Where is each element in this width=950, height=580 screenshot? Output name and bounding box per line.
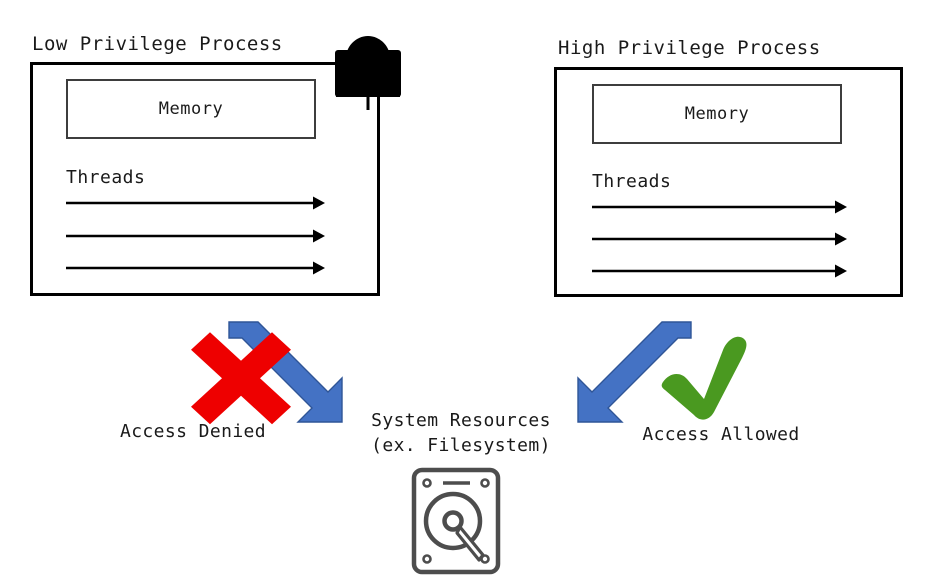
left-threads-label: Threads: [66, 167, 146, 188]
arrow-down-right-icon: [228, 321, 343, 423]
hard-disk-icon: [411, 467, 501, 575]
access-denied-caption: Access Denied: [119, 421, 267, 442]
right-threads-label: Threads: [592, 171, 672, 192]
right-process-title: High Privilege Process: [558, 37, 821, 59]
access-allowed-caption: Access Allowed: [642, 424, 800, 445]
system-resources-line-1: System Resources: [371, 410, 551, 431]
left-process-title: Low Privilege Process: [32, 33, 283, 55]
check-mark-icon: [661, 336, 747, 420]
system-resources-caption: System Resources (ex. Filesystem): [365, 408, 557, 458]
right-memory-box: Memory: [592, 84, 842, 144]
arrow-down-left-icon: [577, 321, 692, 423]
left-memory-box: Memory: [66, 79, 316, 139]
left-memory-label: Memory: [158, 99, 224, 119]
system-resources-line-2: (ex. Filesystem): [371, 435, 551, 456]
right-memory-label: Memory: [684, 104, 750, 124]
cross-mark-icon: [191, 332, 291, 425]
